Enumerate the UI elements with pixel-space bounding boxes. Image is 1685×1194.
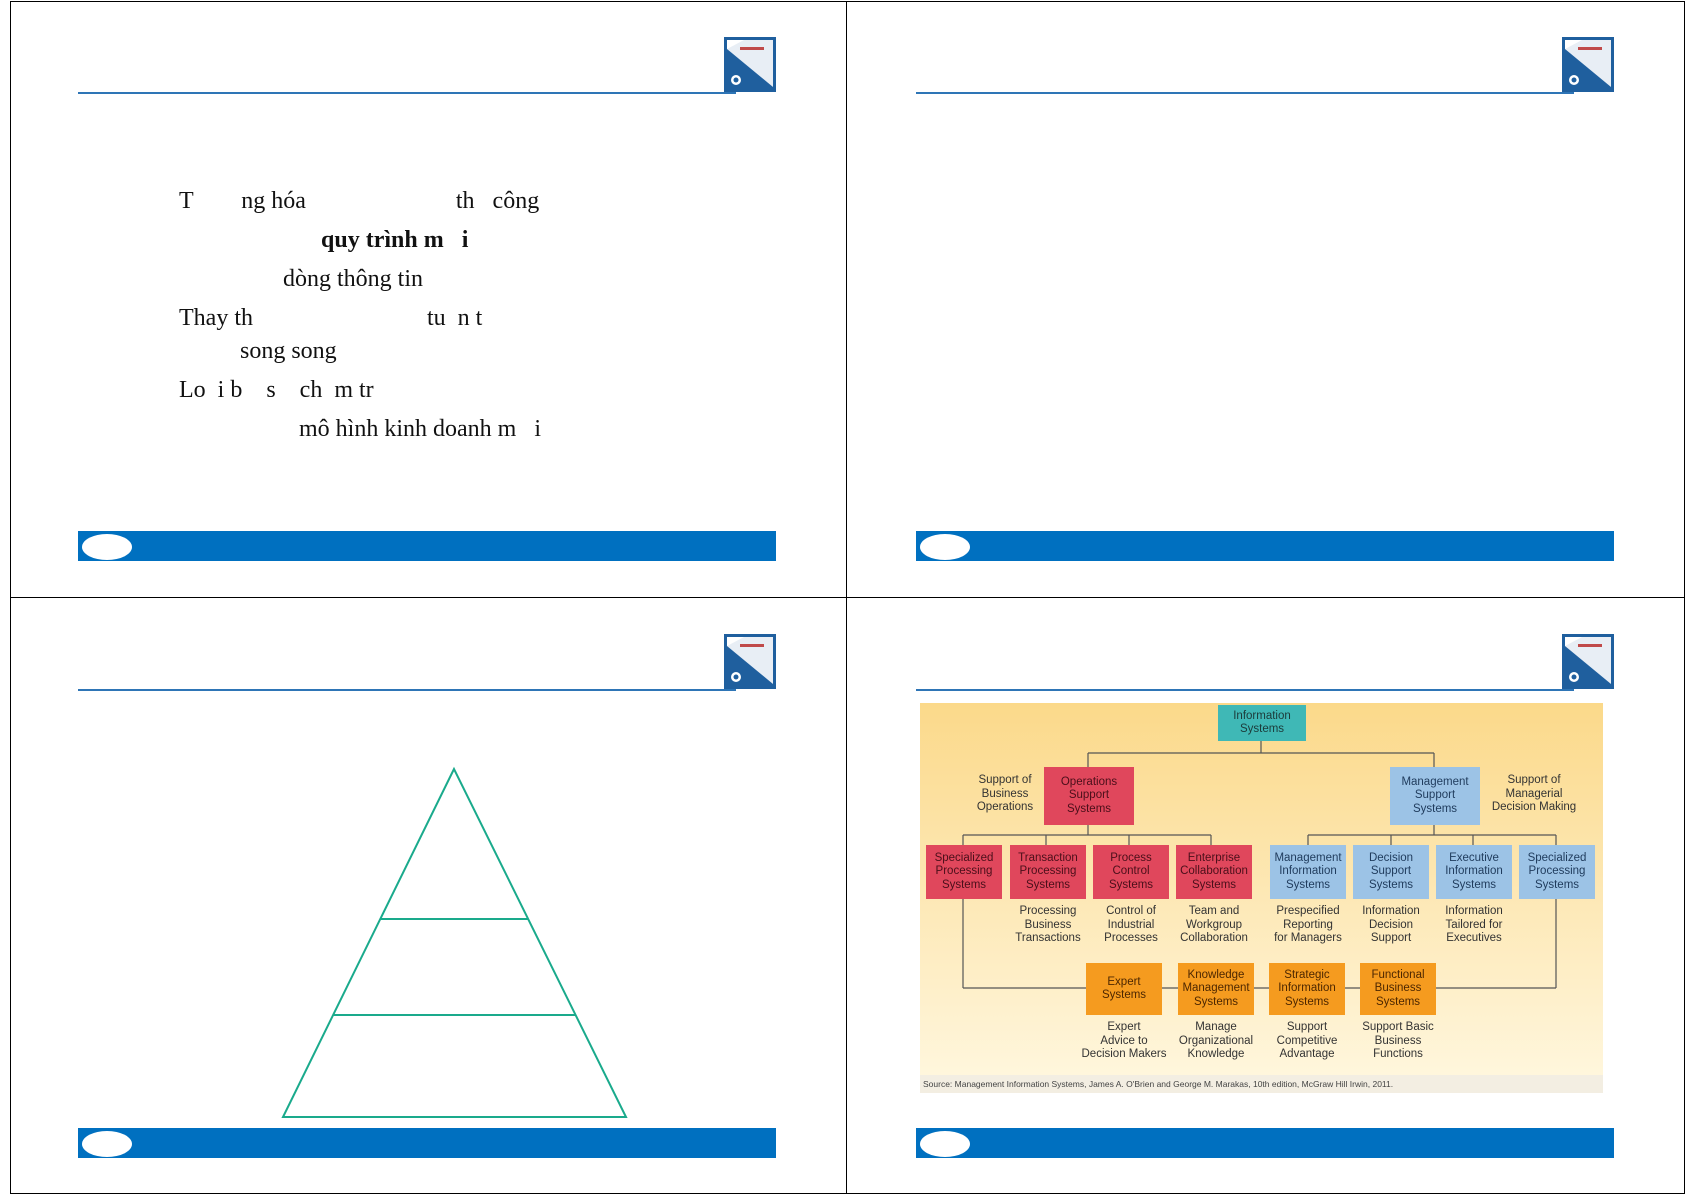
- slide-text-line-1: T ng hóa th công: [179, 188, 540, 214]
- pyramid-diagram: [281, 766, 628, 1118]
- slide-text-line-5: song song: [240, 338, 337, 364]
- slide-text-line-4: Thay th tu n t: [179, 305, 483, 331]
- slide-footer-bar: [78, 531, 776, 561]
- slide-header-line: [78, 689, 736, 691]
- slide-number-oval: [82, 1131, 132, 1157]
- slide-footer-bar: [78, 1128, 776, 1158]
- pyramid-outline: [281, 766, 628, 1118]
- slide-text-line-6: Lo i b s ch m tr: [179, 377, 374, 403]
- slide-footer-bar: [916, 1128, 1614, 1158]
- slide-number-oval: [920, 534, 970, 560]
- slide-footer-bar: [916, 531, 1614, 561]
- slide-3: [10, 597, 847, 1194]
- slide-text-line-2: quy trình m i: [321, 227, 469, 253]
- book-logo-icon: [724, 634, 776, 689]
- slide-4: [846, 597, 1685, 1194]
- slide-header-line: [78, 92, 736, 94]
- book-logo-icon: [1562, 634, 1614, 689]
- slide-2: [846, 1, 1685, 598]
- book-logo-icon: [1562, 37, 1614, 92]
- slide-1: T ng hóa th công quy trình m i dòng thôn…: [10, 1, 847, 598]
- book-logo-icon: [724, 37, 776, 92]
- slide-header-line: [916, 92, 1574, 94]
- slide-text-line-7: mô hình kinh doanh m i: [299, 416, 541, 442]
- slide-text-line-3: dòng thông tin: [283, 266, 424, 292]
- slide-number-oval: [82, 534, 132, 560]
- slide-number-oval: [920, 1131, 970, 1157]
- slide-header-line: [916, 689, 1574, 691]
